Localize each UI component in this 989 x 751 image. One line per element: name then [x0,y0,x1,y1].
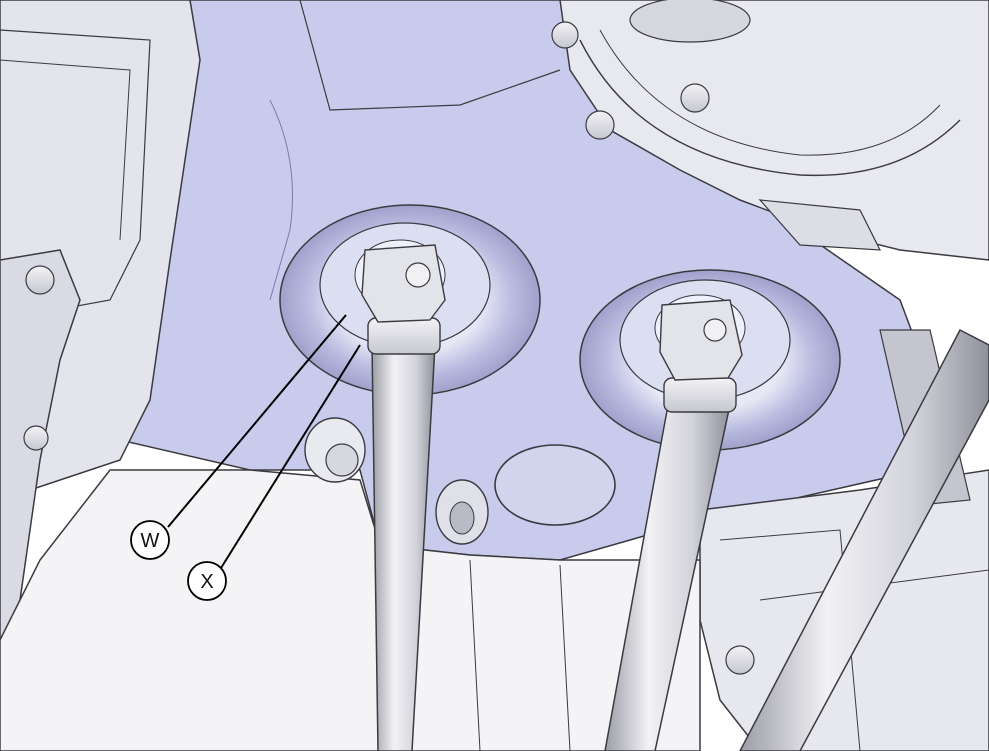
gearbox-flange [579,39,961,177]
right-u-joint [659,299,743,381]
drain-plug-cap [325,443,359,477]
gearbox-flange-2 [599,29,941,156]
gearbox-bolt-3 [680,83,710,113]
gearbox-hub [629,0,751,43]
sealed-hole [494,444,616,526]
right-shaft-collar [663,377,737,413]
gearbox-bolt-2 [585,110,615,140]
right-u-joint-pin [703,318,727,342]
callout-w-leader [167,314,347,528]
callout-x-leader [220,344,361,569]
left-bolt-head [25,265,55,295]
gearbox-bolt-1 [551,21,579,49]
tie-rod [739,328,989,751]
right-housing-bolt [725,645,755,675]
lower-panel-edge-2 [559,564,571,751]
left-u-joint [361,244,446,323]
callout-w-circle [130,520,170,560]
left-bolt-head-2 [23,425,49,451]
callout-w-label: W [141,530,160,552]
lower-panel-edge [469,559,481,751]
callout-x: X [187,561,227,601]
frame-plate-ridge [299,0,561,111]
left-shaft-collar [367,317,441,355]
gearbox-lower-block [758,199,882,251]
left-bracket-rail-2 [0,59,131,241]
callout-x-circle [187,561,227,601]
grommet-core [449,501,475,535]
callout-w: W [130,520,170,560]
left-u-joint-pin [405,262,431,288]
callout-x-label: X [200,571,213,593]
frame-plate-inner-edge [269,99,293,301]
right-housing-edge [719,529,861,751]
